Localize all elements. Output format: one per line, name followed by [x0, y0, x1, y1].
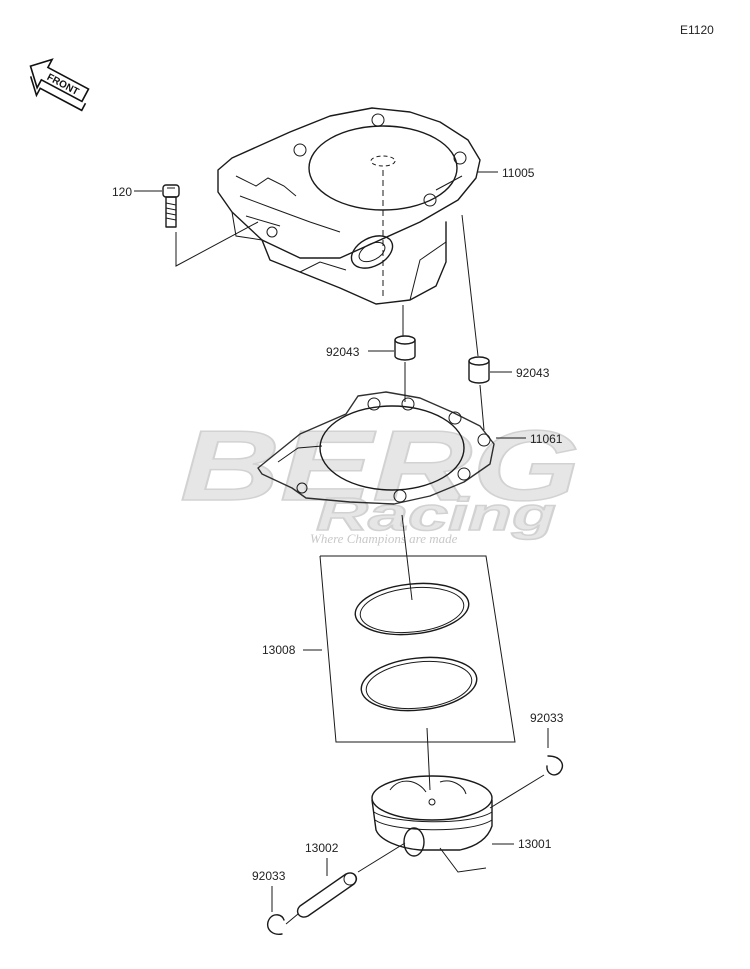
guide-circlip-right: [489, 774, 545, 809]
label-dowel-left: 92043: [326, 345, 360, 359]
label-bolt: 120: [112, 185, 132, 199]
dowel-pin-left[interactable]: [394, 335, 416, 361]
label-gasket: 11061: [530, 432, 563, 446]
dowel-pin-right[interactable]: [468, 356, 490, 384]
watermark-brand: BERG: [180, 410, 580, 522]
label-piston: 13001: [518, 837, 552, 851]
circlip-right[interactable]: [546, 755, 564, 776]
guide-dowel-right-bottom: [479, 384, 485, 431]
guide-gasket-to-rings: [401, 514, 413, 601]
label-dowel-right: 92043: [516, 366, 550, 380]
piston-13001[interactable]: [371, 775, 493, 873]
cylinder-11005[interactable]: [217, 107, 481, 305]
piston-pin-13002[interactable]: [296, 872, 358, 918]
guide-dowel-right-top: [461, 214, 479, 357]
watermark-logo: BERG Racing Where Champions are made: [179, 409, 581, 546]
label-piston-pin: 13002: [305, 841, 339, 855]
label-cylinder: 11005: [502, 166, 535, 180]
bolt-120[interactable]: [162, 184, 180, 228]
guide-pin-to-piston: [357, 842, 406, 873]
piston-ring-second[interactable]: [359, 652, 480, 716]
guide-circlip-left: [285, 913, 299, 925]
label-circlip-right: 92033: [530, 711, 564, 725]
label-ring-set: 13008: [262, 643, 296, 657]
gasket-11061[interactable]: [257, 391, 495, 505]
watermark-tagline: Where Champions are made: [310, 531, 458, 546]
circlip-left[interactable]: [266, 914, 285, 935]
guide-rings-to-piston: [426, 727, 431, 791]
label-circlip-left: 92033: [252, 869, 286, 883]
ring-set-bracket: [319, 555, 516, 743]
piston-ring-top[interactable]: [353, 578, 472, 640]
front-arrow-icon: FRONT: [29, 58, 90, 112]
diagram-code: E1120: [680, 23, 714, 37]
watermark-sub: Racing: [316, 488, 556, 540]
leader-bolt-to-cylinder: [175, 221, 259, 267]
